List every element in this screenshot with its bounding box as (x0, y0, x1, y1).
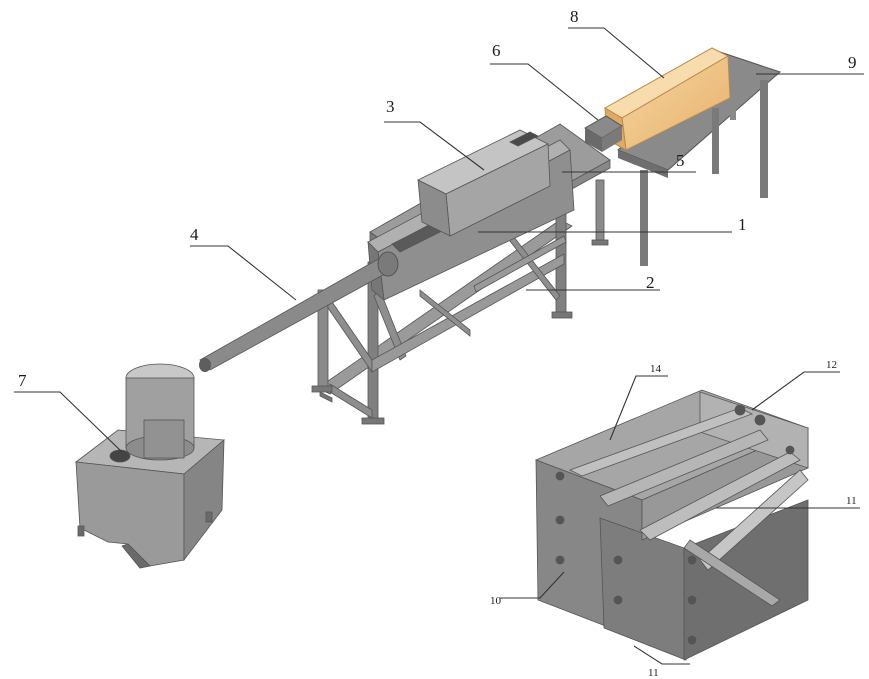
main-frame (311, 179, 609, 425)
label-10: 10 (490, 595, 502, 607)
hopper (417, 129, 551, 237)
label-9: 9 (848, 53, 857, 72)
label-12: 12 (826, 359, 837, 371)
label-1: 1 (738, 215, 747, 234)
label-3: 3 (386, 97, 395, 116)
connector-block (584, 115, 623, 152)
hydraulic-pump-station (74, 363, 225, 569)
label-14: 14 (650, 363, 662, 375)
label-2: 2 (646, 273, 655, 292)
label-6: 6 (492, 41, 501, 60)
label-11-bottom: 11 (648, 667, 659, 679)
label-8: 8 (570, 7, 579, 26)
label-4: 4 (190, 225, 199, 244)
label-7: 7 (18, 371, 27, 390)
callout-labels: 1 2 3 4 5 6 7 8 9 10 11 11 12 14 (18, 7, 857, 679)
loading-rod (199, 251, 399, 372)
leader-lines (14, 27, 864, 665)
label-11-right: 11 (846, 495, 857, 507)
label-5: 5 (676, 151, 685, 170)
detail-frame-assembly (534, 389, 810, 661)
